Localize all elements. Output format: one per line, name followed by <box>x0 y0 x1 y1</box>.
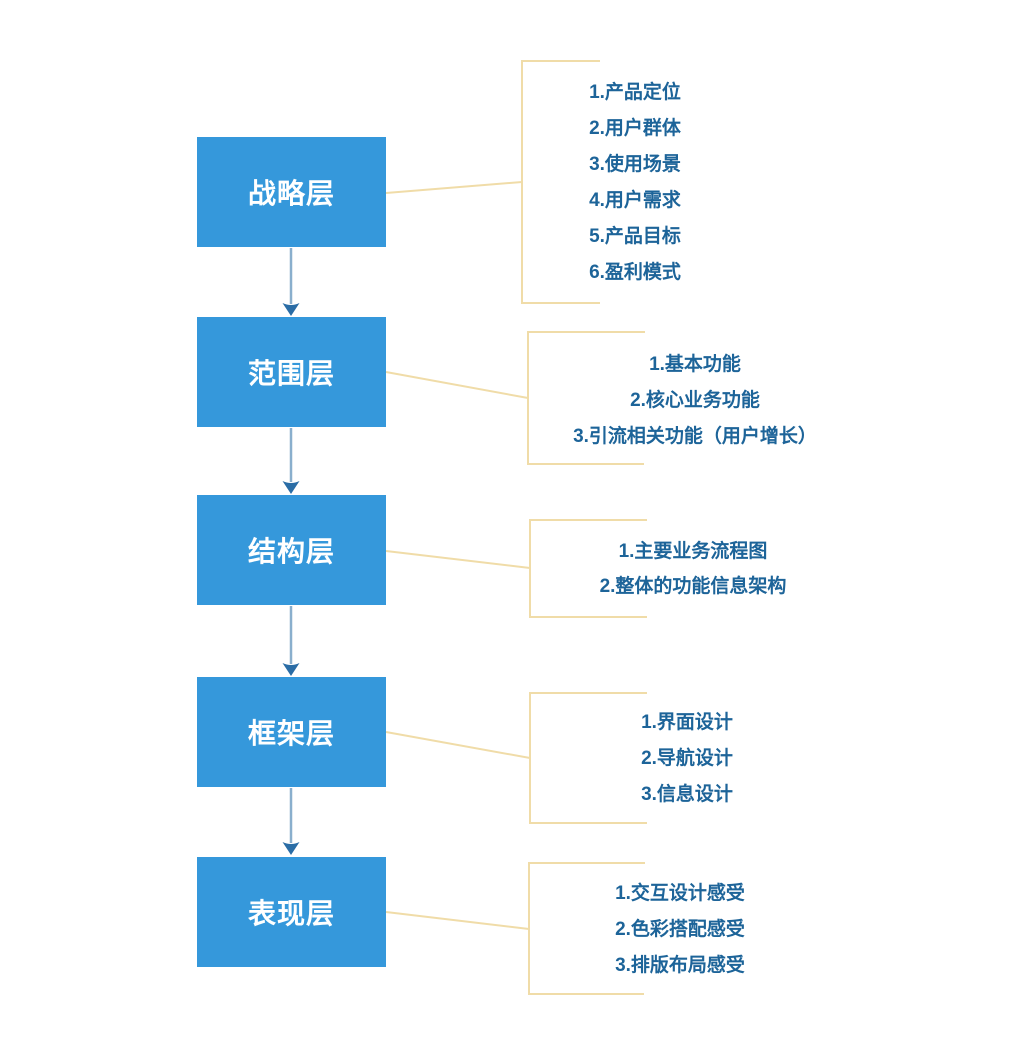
list-item: 2.色彩搭配感受 <box>615 919 745 940</box>
layer-label: 结构层 <box>247 536 335 567</box>
detail-list-skeleton: 1.界面设计 2.导航设计 3.信息设计 <box>512 705 862 813</box>
list-item: 1.基本功能 <box>649 354 741 375</box>
layer-box-skeleton[interactable]: 框架层 <box>197 677 386 787</box>
list-item: 1.界面设计 <box>641 712 733 733</box>
list-item: 3.使用场景 <box>589 154 681 175</box>
list-item: 2.导航设计 <box>641 748 733 769</box>
arrow-structure-to-skeleton <box>282 606 300 676</box>
list-item: 3.排版布局感受 <box>615 955 745 976</box>
layer-box-structure[interactable]: 结构层 <box>197 495 386 605</box>
arrow-scope-to-structure <box>282 428 300 494</box>
list-item: 3.引流相关功能（用户增长） <box>573 426 817 447</box>
layer-label: 战略层 <box>247 178 335 209</box>
list-item: 4.用户需求 <box>589 190 681 211</box>
list-item: 1.产品定位 <box>589 82 681 103</box>
layer-box-surface[interactable]: 表现层 <box>197 857 386 967</box>
layer-box-strategy[interactable]: 战略层 <box>197 137 386 247</box>
list-item: 1.交互设计感受 <box>615 883 745 904</box>
bracket-structure <box>529 519 647 618</box>
layer-label: 框架层 <box>247 718 335 749</box>
layer-box-scope[interactable]: 范围层 <box>197 317 386 427</box>
layer-label: 范围层 <box>247 358 335 389</box>
arrow-strategy-to-scope <box>282 248 300 316</box>
connector-scope <box>385 371 529 399</box>
list-item: 2.整体的功能信息架构 <box>599 576 787 597</box>
layer-label: 表现层 <box>247 898 335 929</box>
list-item: 6.盈利模式 <box>589 262 681 283</box>
connector-structure <box>385 550 531 569</box>
connector-surface <box>385 911 530 930</box>
list-item: 2.核心业务功能 <box>630 390 760 411</box>
arrow-skeleton-to-surface <box>282 788 300 855</box>
list-item: 2.用户群体 <box>589 118 681 139</box>
list-item: 1.主要业务流程图 <box>618 541 768 562</box>
detail-list-structure: 1.主要业务流程图 2.整体的功能信息架构 <box>518 534 868 604</box>
connector-skeleton <box>385 731 531 759</box>
detail-list-strategy: 1.产品定位 2.用户群体 3.使用场景 4.用户需求 5.产品目标 6.盈利模式 <box>460 75 810 291</box>
list-item: 3.信息设计 <box>641 784 733 805</box>
connector-strategy <box>385 181 523 194</box>
detail-list-surface: 1.交互设计感受 2.色彩搭配感受 3.排版布局感受 <box>505 876 855 984</box>
detail-list-scope: 1.基本功能 2.核心业务功能 3.引流相关功能（用户增长） <box>520 347 870 455</box>
list-item: 5.产品目标 <box>589 226 681 247</box>
